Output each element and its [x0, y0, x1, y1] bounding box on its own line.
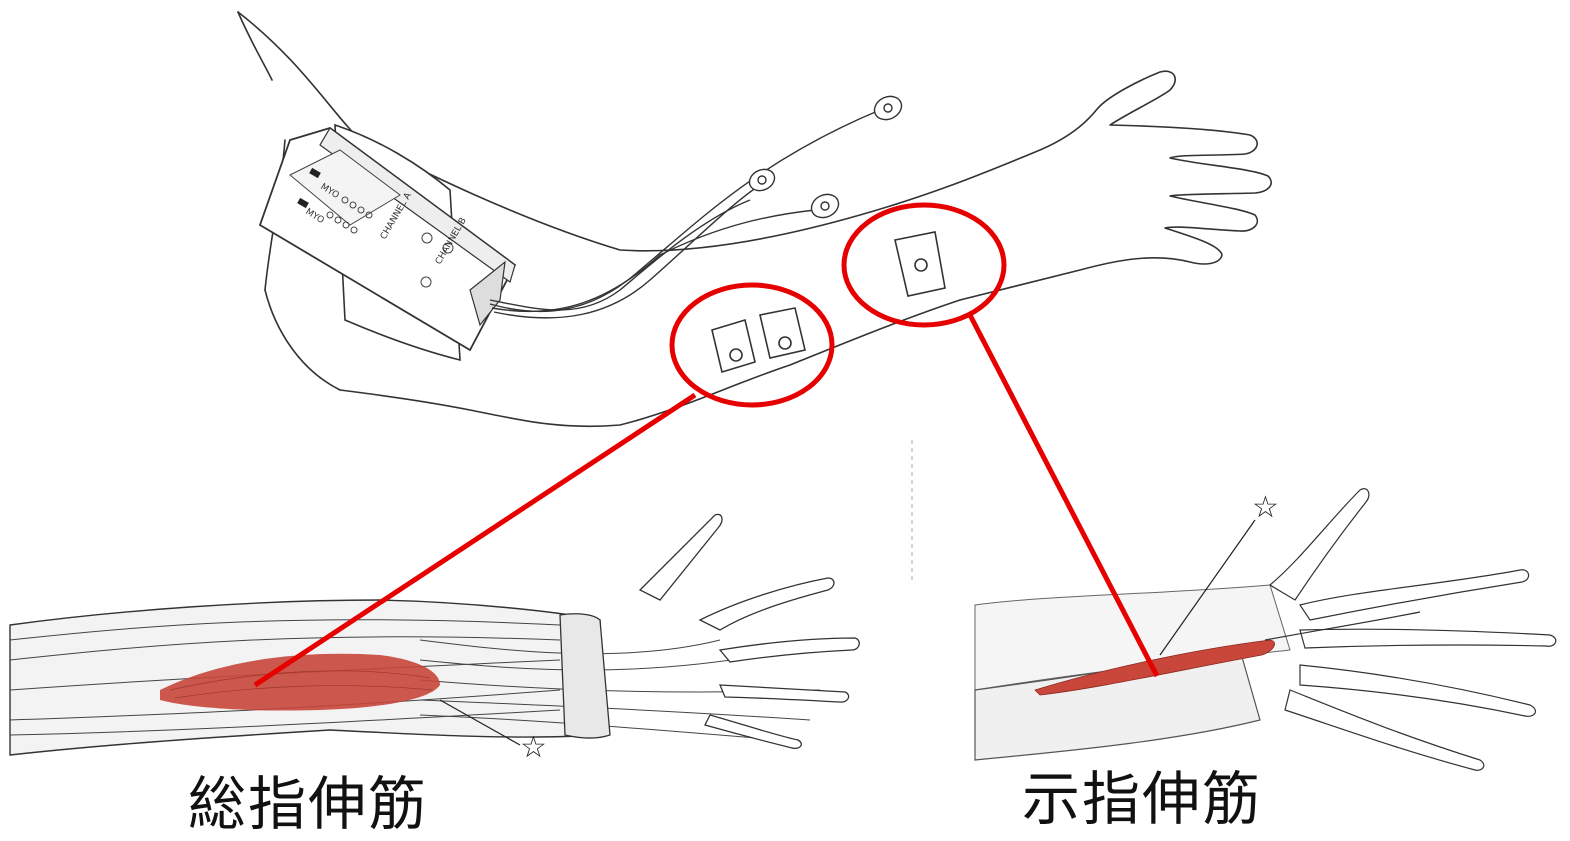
- star-leader-right: [1159, 519, 1256, 656]
- label-extensor-indicis: 示指伸筋: [1022, 765, 1263, 833]
- forearm-bone-illustration: [974, 488, 1557, 771]
- emg-device: MYO MYO CHANNEL A CHANNEL B: [258, 127, 517, 352]
- electrode-pads: [711, 231, 946, 374]
- connector-line-left: [253, 392, 697, 688]
- highlight-annotations: [253, 202, 1160, 688]
- connector-line-right: [967, 313, 1160, 678]
- star-marker-left: ☆: [520, 730, 547, 765]
- forearm-muscle-illustration: [9, 513, 860, 756]
- star-marker-right: ☆: [1252, 490, 1279, 525]
- star-leader-left: [439, 699, 521, 746]
- highlight-circle-right: [841, 202, 1007, 328]
- electrode-cables: [489, 95, 903, 319]
- highlight-circle-left: [669, 282, 835, 408]
- label-extensor-digitorum: 総指伸筋: [188, 770, 429, 838]
